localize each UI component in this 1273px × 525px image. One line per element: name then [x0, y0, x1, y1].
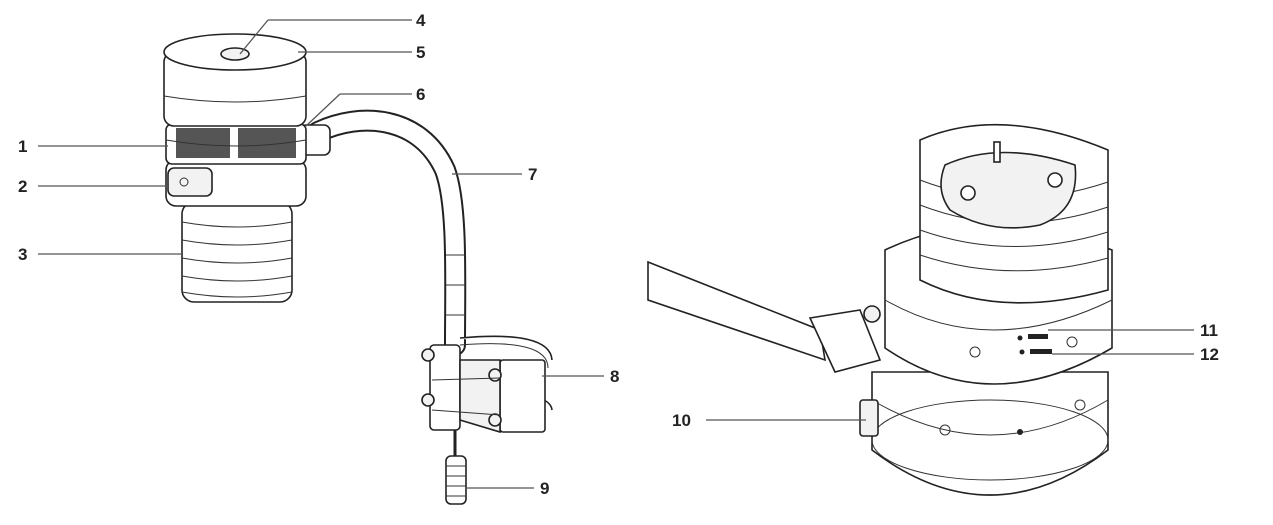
- callout-12: 12: [1200, 345, 1219, 364]
- callout-6: 6: [416, 85, 425, 104]
- callout-8: 8: [610, 367, 619, 386]
- callout-9: 9: [540, 479, 549, 498]
- left-sensor-assembly: [163, 33, 553, 505]
- right-arm: [647, 260, 882, 373]
- callout-11: 11: [1200, 321, 1218, 340]
- callout-1: 1: [18, 137, 27, 156]
- base-collar: [165, 159, 307, 207]
- right-sensor-assembly: [647, 123, 1113, 496]
- mounting-bracket: [421, 335, 553, 434]
- callout-10: 10: [672, 411, 691, 430]
- callout-3: 3: [18, 245, 27, 264]
- radiation-shield: [181, 201, 293, 303]
- callout-2: 2: [18, 177, 27, 196]
- leader-lines: [38, 19, 1194, 489]
- callout-7: 7: [528, 165, 537, 184]
- cable-connector: [445, 430, 467, 505]
- lower-body: [859, 371, 1109, 496]
- louvered-shield: [919, 123, 1109, 304]
- callout-4: 4: [416, 11, 426, 30]
- top-housing: [163, 33, 307, 127]
- clamp-screw: [863, 305, 881, 323]
- callout-labels: 4 5 6 1 2 3 7 8 9 10 11 12: [18, 11, 1219, 498]
- sensor-mesh-ring: [165, 123, 307, 165]
- gooseneck-arm: [299, 109, 467, 356]
- callout-5: 5: [416, 43, 425, 62]
